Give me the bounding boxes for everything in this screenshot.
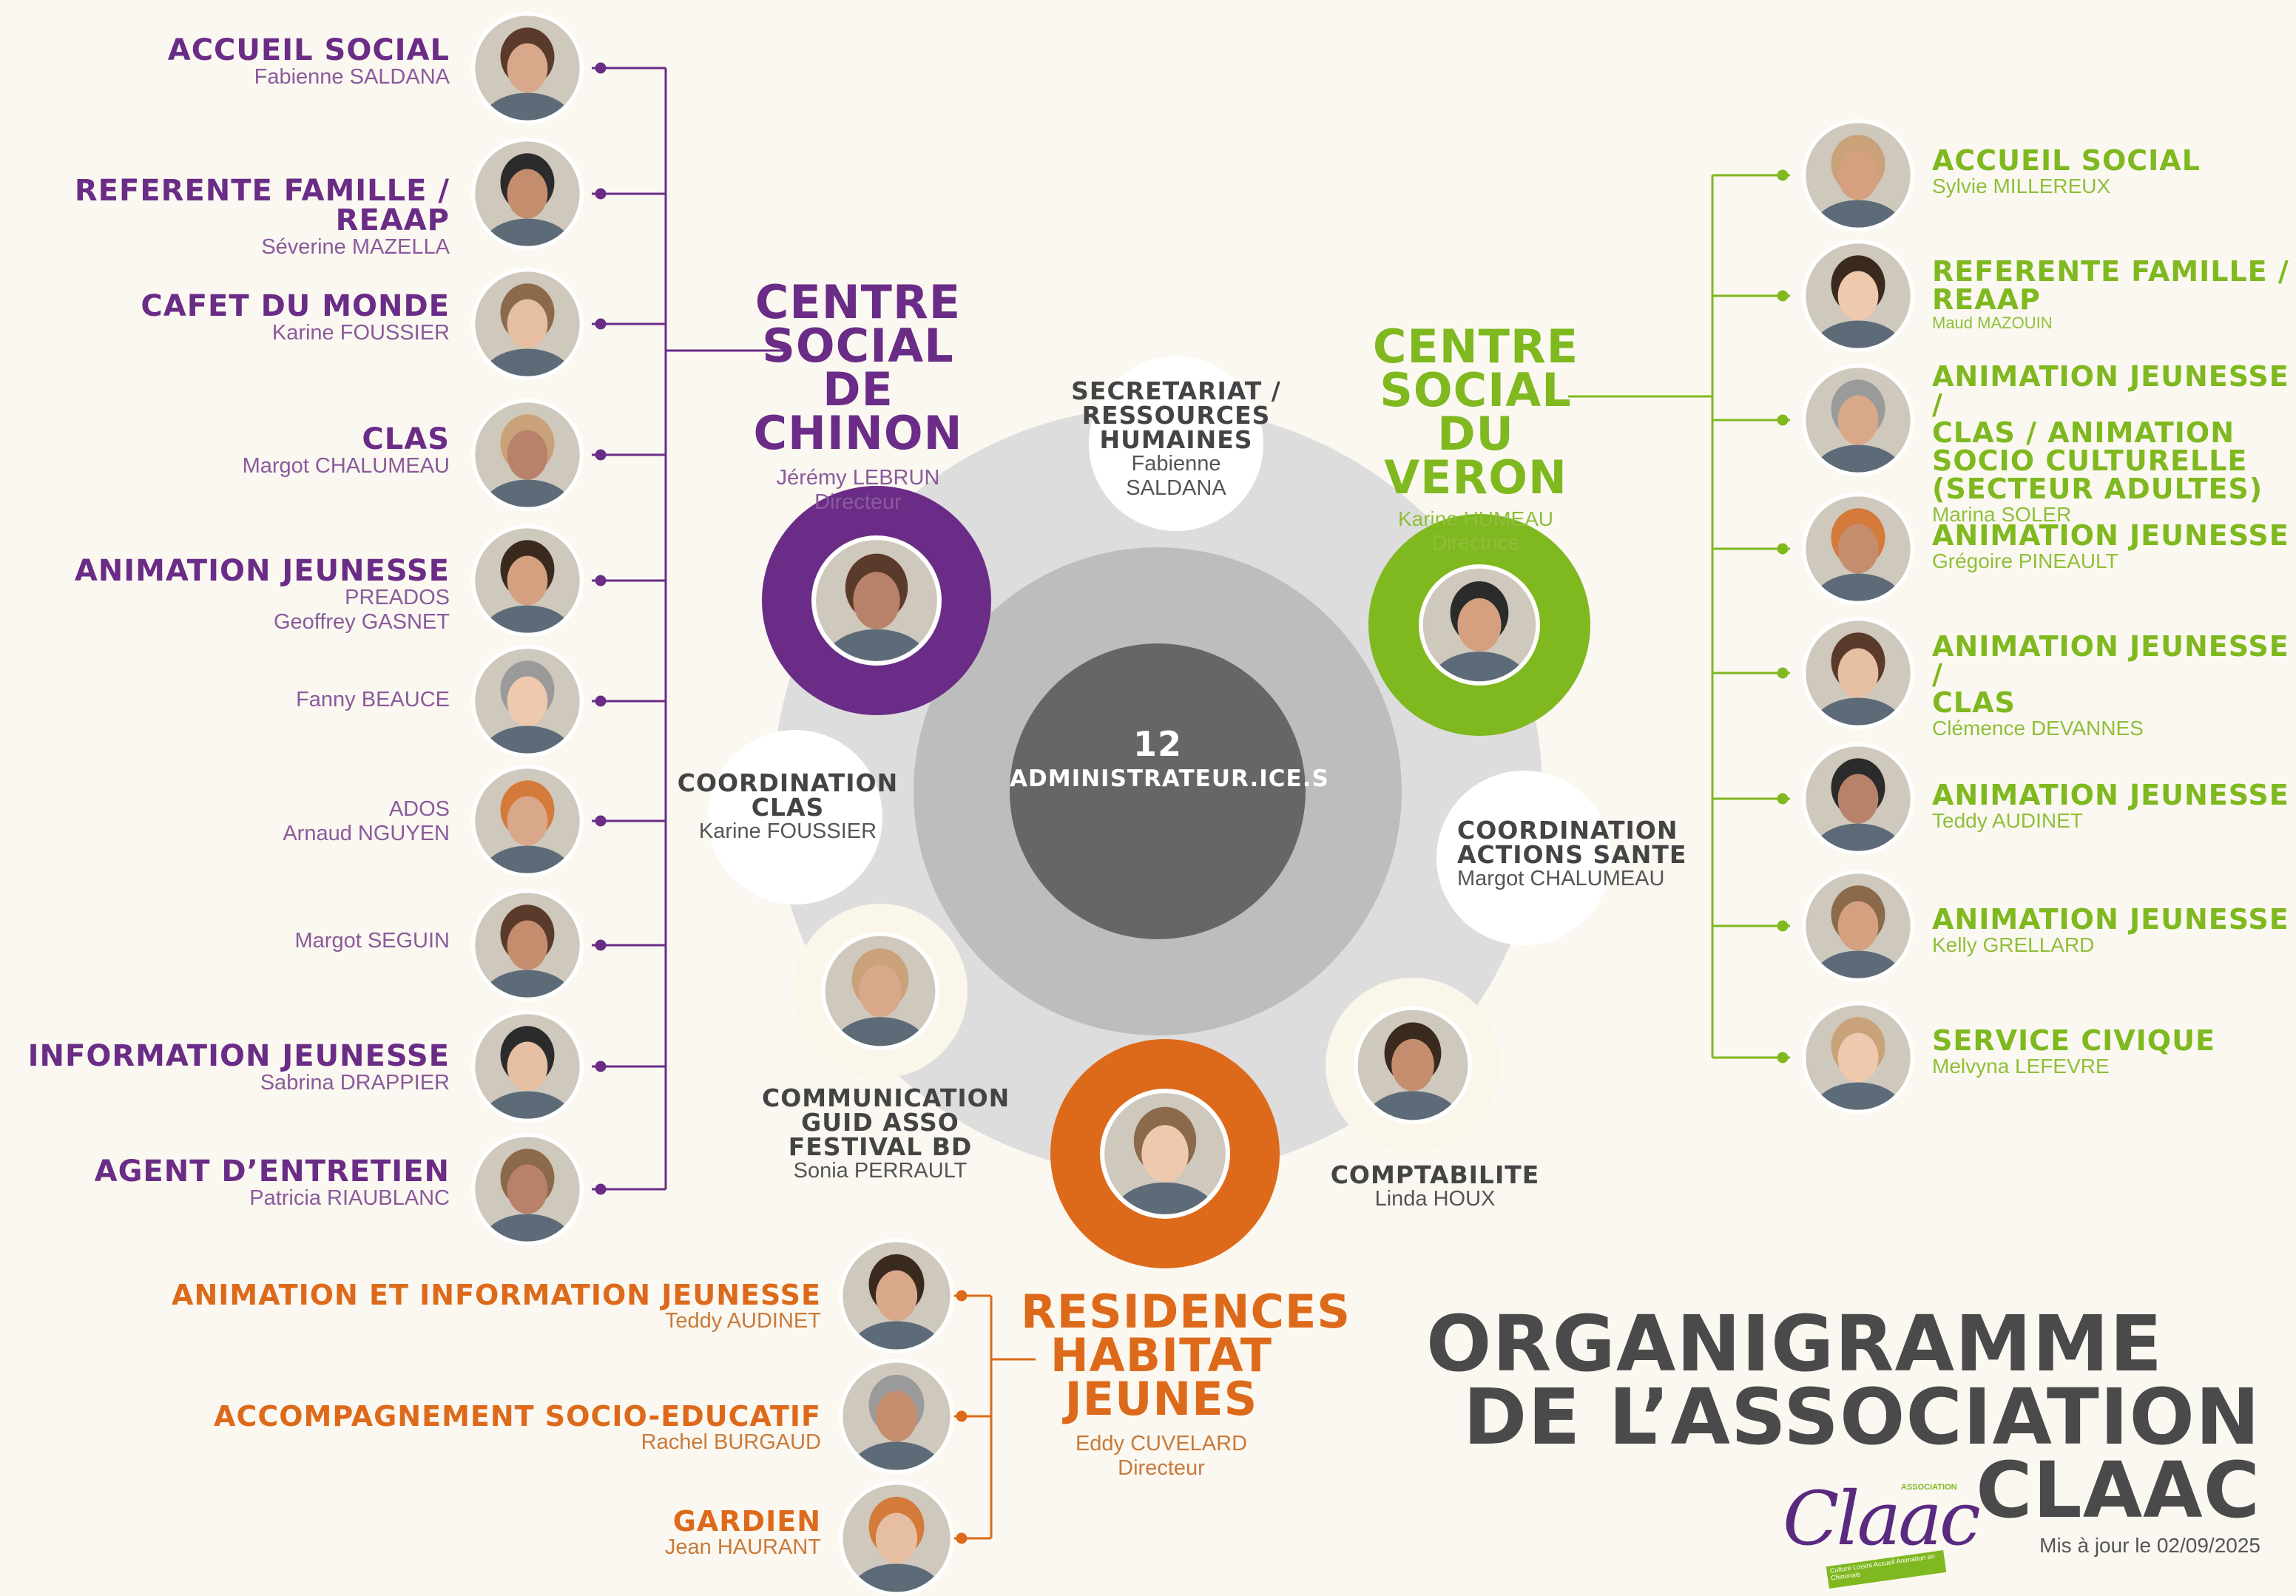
center-board: 12 ADMINISTRATEUR.ICE.S xyxy=(1010,724,1329,792)
avatar xyxy=(471,399,584,511)
rhj-title-line2: HABITAT xyxy=(1050,1328,1273,1382)
chinon-staff-9: INFORMATION JEUNESSE Sabrina DRAPPIER xyxy=(27,1039,450,1095)
avatar xyxy=(1354,1006,1472,1124)
rhj-heading: RESIDENCES HABITAT JEUNES Eddy CUVELARD … xyxy=(1021,1285,1351,1481)
logo-wordmark: Claac xyxy=(1783,1475,1981,1562)
board-count: 12 xyxy=(1132,724,1182,764)
page-title-line2: DE L’ASSOCIATION CLAAC xyxy=(1463,1371,2260,1535)
coord-clas-node: COORDINATION CLAS Karine FOUSSIER xyxy=(677,768,899,843)
rhj-title-line3: JEUNES xyxy=(1064,1371,1258,1426)
rhj-staff-2: ACCOMPAGNEMENT SOCIO-EDUCATIF Rachel BUR… xyxy=(214,1400,821,1454)
updated-date: Mis à jour le 02/09/2025 xyxy=(2039,1534,2260,1558)
veron-title-line1: CENTRE xyxy=(1372,319,1579,373)
chinon-staff-1: ACCUEIL SOCIAL Fabienne SALDANA xyxy=(167,33,450,89)
veron-staff-3: ANIMATION JEUNESSE / CLAS / ANIMATION SO… xyxy=(1932,360,2289,526)
avatar xyxy=(811,535,942,666)
veron-staff-2: REFERENTE FAMILLE / REAAP Maud MAZOUIN xyxy=(1932,255,2289,332)
chinon-staff-3: CAFET DU MONDE Karine FOUSSIER xyxy=(141,289,450,345)
avatar xyxy=(1802,364,1914,476)
coord-sante-node: COORDINATION ACTIONS SANTE Margot CHALUM… xyxy=(1457,816,1687,890)
rhj-staff-3: GARDIEN Jean HAURANT xyxy=(664,1505,821,1559)
veron-heading: CENTRE SOCIAL DU VERON Karine HUMEAU Dir… xyxy=(1339,319,1613,555)
page-title-line1: ORGANIGRAMME xyxy=(1425,1299,2164,1389)
avatar xyxy=(821,932,939,1050)
avatar xyxy=(1802,1001,1914,1114)
veron-staff-4: ANIMATION JEUNESSE Grégoire PINEAULT xyxy=(1932,519,2289,572)
avatar xyxy=(471,1133,584,1245)
avatar xyxy=(471,138,584,250)
communication-node: COMMUNICATION GUID ASSO FESTIVAL BD Soni… xyxy=(762,1083,1010,1183)
chinon-director-name: Jérémy LEBRUN xyxy=(776,465,940,490)
avatar xyxy=(1802,870,1914,982)
avatar xyxy=(1802,743,1914,855)
rhj-staff-1: ANIMATION ET INFORMATION JEUNESSE Teddy … xyxy=(172,1279,821,1333)
avatar xyxy=(1419,564,1540,686)
avatar xyxy=(1802,493,1914,605)
inner-circle xyxy=(1010,643,1306,939)
avatar xyxy=(471,268,584,380)
rhj-director-role: Directeur xyxy=(1118,1456,1205,1481)
avatar xyxy=(471,524,584,637)
avatar xyxy=(471,1010,584,1123)
chinon-staff-6: Fanny BEAUCE xyxy=(296,688,450,711)
veron-title-line2: SOCIAL xyxy=(1380,362,1572,417)
chinon-title-line3: DE CHINON xyxy=(753,362,963,460)
veron-director-role: Directrice xyxy=(1431,530,1520,554)
veron-connector-lines xyxy=(1568,169,1790,1064)
rhj-director-name: Eddy CUVELARD xyxy=(1075,1431,1248,1455)
veron-title-line3: DU VERON xyxy=(1384,406,1567,504)
avatar xyxy=(839,1238,954,1353)
veron-staff-1: ACCUEIL SOCIAL Sylvie MILLEREUX xyxy=(1932,144,2201,197)
title-block: ORGANIGRAMME DE L’ASSOCIATION CLAAC Mis … xyxy=(1417,1299,2260,1558)
avatar xyxy=(471,645,584,757)
veron-staff-6: ANIMATION JEUNESSE Teddy AUDINET xyxy=(1932,779,2289,832)
comptabilite-node: COMPTABILITE Linda HOUX xyxy=(1330,1160,1540,1211)
avatar xyxy=(1100,1089,1230,1219)
chinon-title-line2: SOCIAL xyxy=(762,318,954,373)
avatar xyxy=(839,1481,954,1596)
veron-staff-8: SERVICE CIVIQUE Melvyna LEFEVRE xyxy=(1932,1024,2215,1078)
veron-staff-5: ANIMATION JEUNESSE / CLAS Clémence DEVAN… xyxy=(1932,630,2289,740)
rhj-title-line1: RESIDENCES xyxy=(1021,1285,1351,1339)
veron-staff-7: ANIMATION JEUNESSE Kelly GRELLARD xyxy=(1932,903,2289,956)
chinon-connector-lines xyxy=(592,62,784,1195)
chinon-staff-4: CLAS Margot CHALUMEAU xyxy=(242,422,450,478)
avatar xyxy=(1802,240,1914,352)
chinon-staff-7: ADOS Arnaud NGUYEN xyxy=(283,797,450,846)
avatar xyxy=(1802,617,1914,729)
veron-director-name: Karine HUMEAU xyxy=(1397,507,1554,530)
board-label: ADMINISTRATEUR.ICE.S xyxy=(1010,765,1329,792)
rhj-connector-lines xyxy=(954,1290,1036,1544)
secretariat-node: SECRETARIAT / RESSOURCES HUMAINES Fabien… xyxy=(1071,376,1281,501)
avatar xyxy=(471,889,584,1001)
chinon-staff-2: REFERENTE FAMILLE / REAAP Séverine MAZEL… xyxy=(74,174,450,259)
avatar xyxy=(1802,119,1914,231)
claac-logo: ASSOCIATION Claac Culture Loisirs Accuei… xyxy=(1775,1468,1981,1589)
avatar xyxy=(471,765,584,877)
chinon-title-line1: CENTRE xyxy=(754,275,962,329)
chinon-staff-5: ANIMATION JEUNESSE PREADOS Geoffrey GASN… xyxy=(74,554,450,635)
avatar xyxy=(471,12,584,124)
chinon-staff-10: AGENT D’ENTRETIEN Patricia RIAUBLANC xyxy=(94,1154,450,1210)
chinon-heading: CENTRE SOCIAL DE CHINON Jérémy LEBRUN Di… xyxy=(725,275,991,515)
avatar xyxy=(839,1359,954,1474)
chinon-director-role: Directeur xyxy=(814,490,902,514)
chinon-staff-8: Margot SEGUIN xyxy=(294,929,450,953)
